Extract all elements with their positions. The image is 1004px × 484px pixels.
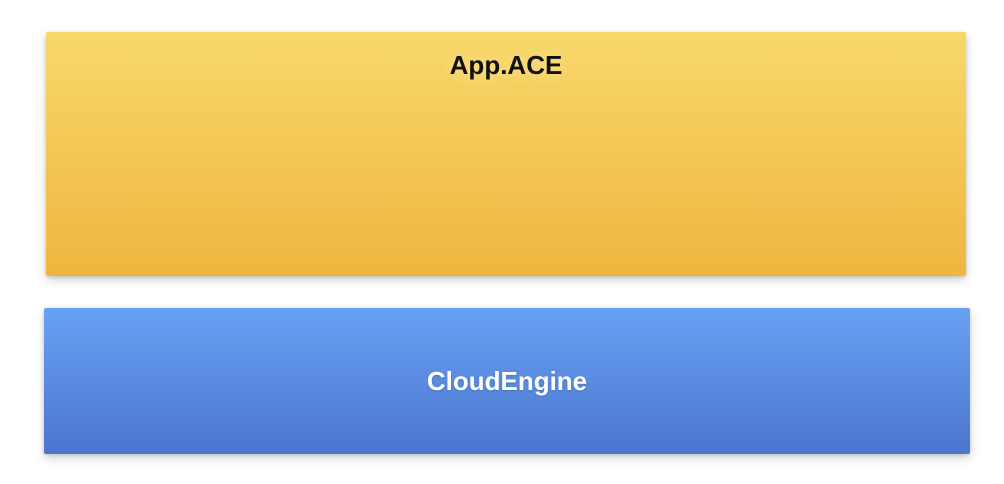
app-ace-label: App.ACE (449, 50, 563, 80)
cloudengine-layer: CloudEngine (44, 308, 970, 454)
app-ace-layer: App.ACE (46, 32, 966, 276)
cloudengine-label: CloudEngine (426, 366, 588, 396)
